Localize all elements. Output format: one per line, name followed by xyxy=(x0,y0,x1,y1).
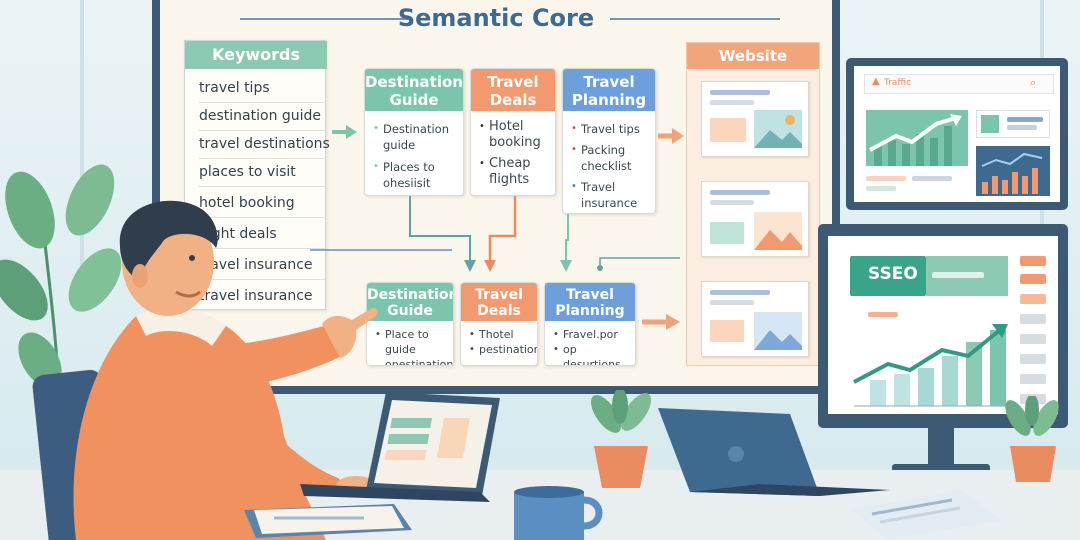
arrow-right-icon xyxy=(658,128,684,144)
bullet-text: op desurtions xyxy=(563,343,621,366)
bullet-text: Travel tips xyxy=(581,122,640,136)
notebook-icon xyxy=(244,504,412,538)
image-placeholder-icon xyxy=(754,110,802,148)
traffic-icon: ▲ xyxy=(872,76,880,87)
keyword-item: hotel booking xyxy=(199,188,325,218)
page-mockup xyxy=(701,81,809,157)
seo-label: SSEO xyxy=(868,264,918,284)
monitor-traffic: ▲ Traffic ⌕ xyxy=(846,58,1068,210)
plant-pot-icon xyxy=(1005,396,1059,482)
bullet-text: Thotel xyxy=(479,328,514,341)
image-placeholder-icon xyxy=(754,212,802,250)
monitor-seo: SSEO xyxy=(818,224,1068,428)
title-rule-right xyxy=(610,18,780,20)
window-frame-line xyxy=(80,0,84,300)
stat-card xyxy=(976,110,1050,138)
monitor-screen: SSEO xyxy=(828,236,1058,414)
monitor-screen: ▲ Traffic ⌕ xyxy=(854,66,1060,202)
cluster-bullets: •Hotel booking •Cheap flights xyxy=(479,119,541,187)
board-title: Semantic Core xyxy=(397,4,595,32)
bar-chart-icon xyxy=(976,146,1050,196)
cluster-card-travel-planning: Travel Planning •Fravel.por •op desurtio… xyxy=(544,282,636,366)
seo-badge: SSEO xyxy=(850,256,926,296)
keyword-item: places to visit xyxy=(199,157,325,187)
plant-pot-icon xyxy=(590,390,652,488)
page-mockup xyxy=(701,181,809,257)
cluster-bullets: •Travel tips •Packing checklist •Travel … xyxy=(571,122,640,210)
cluster-bullets: •Fravel.por •op desurtions xyxy=(553,327,635,366)
search-icon: ⌕ xyxy=(1030,76,1037,89)
cluster-title: Destination Guide xyxy=(365,69,463,111)
connector-lines xyxy=(310,196,680,272)
person-icon xyxy=(73,200,378,540)
cluster-card-destination-guide: Destination Guide •Place to guide opesti… xyxy=(366,282,454,366)
semantic-core-board: Semantic Core Keywords travel tips desti… xyxy=(152,0,840,394)
arrow-right-icon xyxy=(332,125,357,139)
keyword-item: travel insurance xyxy=(199,288,313,304)
laptop-left-icon xyxy=(300,392,500,502)
cluster-title: Destination Guide xyxy=(367,283,453,321)
growth-chart-icon xyxy=(853,324,1008,407)
bullet-text: Travel insurance xyxy=(581,180,638,210)
mug-icon xyxy=(514,486,603,540)
cluster-title: Travel Planning xyxy=(563,69,655,111)
bullet-text: Fravel.por xyxy=(563,328,618,341)
bullet-text: Packing checklist xyxy=(581,143,632,173)
documents-icon xyxy=(852,490,1000,540)
cluster-bullets: •Thotel •pestinations xyxy=(469,327,537,357)
bullet-text: Cheap flights xyxy=(489,156,531,187)
monitor-stand xyxy=(928,428,954,468)
website-panel: Website xyxy=(686,42,820,366)
keyword-item: destination guide xyxy=(199,101,325,131)
page-mockup xyxy=(701,281,809,357)
cluster-card-travel-deals: Travel Deals •Thotel •pestinations xyxy=(460,282,538,366)
keyword-item: flight deals xyxy=(199,219,325,249)
cluster-title: Travel Deals xyxy=(471,69,555,111)
cluster-bullets: •Place to guide opestinations xyxy=(375,327,454,366)
title-rule-left xyxy=(240,18,410,20)
cluster-title: Travel Deals xyxy=(461,283,537,321)
plant-left-icon xyxy=(0,164,122,440)
bullet-text: Places to ohesiisit xyxy=(383,160,435,190)
traffic-label: Traffic xyxy=(884,78,912,88)
keywords-heading: Keywords xyxy=(185,41,327,69)
keyword-item: travel insurance xyxy=(199,250,325,280)
keyword-item: travel destinations xyxy=(199,129,330,159)
bullet-text: Place to guide xyxy=(385,328,429,356)
bullet-text: Hotel booking xyxy=(489,119,541,150)
bullet-text: Destination guide xyxy=(383,122,449,152)
website-heading: Website xyxy=(687,43,819,69)
bullet-text: opestinations xyxy=(385,358,454,366)
cluster-card-destination-guide: Destination Guide •Destination guide •Pl… xyxy=(364,68,464,196)
keyword-item: travel tips xyxy=(199,73,325,103)
cluster-title: Travel Planning xyxy=(545,283,635,321)
image-placeholder-icon xyxy=(754,312,802,350)
cluster-bullets: •Destination guide •Places to ohesiisit xyxy=(373,122,449,190)
cluster-card-travel-deals: Travel Deals •Hotel booking •Cheap fligh… xyxy=(470,68,556,196)
monitor-base xyxy=(892,464,990,472)
laptop-right-icon xyxy=(658,408,890,496)
arrow-right-icon xyxy=(642,314,680,330)
bullet-text: pestinations xyxy=(479,343,537,356)
traffic-chart-icon xyxy=(866,110,968,166)
cluster-card-travel-planning: Travel Planning •Travel tips •Packing ch… xyxy=(562,68,656,214)
